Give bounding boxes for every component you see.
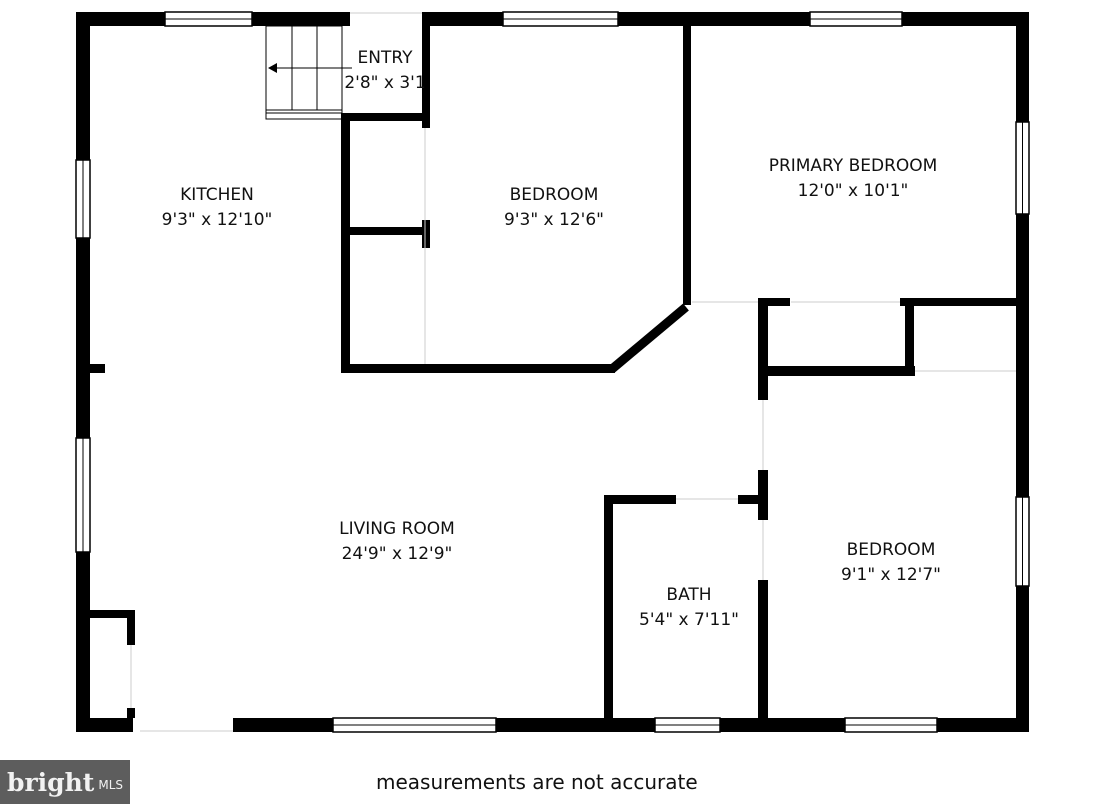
stairs-arrow-icon <box>268 63 277 73</box>
stairs <box>265 25 352 120</box>
floor-plan <box>75 11 1030 733</box>
wall <box>90 610 135 618</box>
wall <box>758 580 768 718</box>
wall <box>1016 12 1029 732</box>
wall <box>738 495 768 504</box>
wall <box>758 298 790 306</box>
wall <box>604 495 613 718</box>
wall <box>422 220 430 248</box>
wall <box>76 718 133 732</box>
wall <box>341 113 350 373</box>
wall <box>422 12 430 128</box>
wall <box>758 298 768 400</box>
wall <box>683 26 691 305</box>
windows <box>75 11 1030 733</box>
wall <box>127 610 135 645</box>
walls <box>76 12 1029 732</box>
wall <box>349 227 430 235</box>
wall <box>609 303 689 373</box>
wall <box>604 495 676 504</box>
wall <box>127 708 135 718</box>
wall <box>341 113 430 121</box>
wall <box>905 306 914 376</box>
disclaimer-note: measurements are not accurate <box>376 770 698 794</box>
wall <box>900 298 1016 306</box>
wall <box>341 364 615 373</box>
wall <box>90 364 105 373</box>
door-opening-lines <box>130 12 1016 732</box>
wall <box>76 12 90 732</box>
wall <box>768 366 915 376</box>
